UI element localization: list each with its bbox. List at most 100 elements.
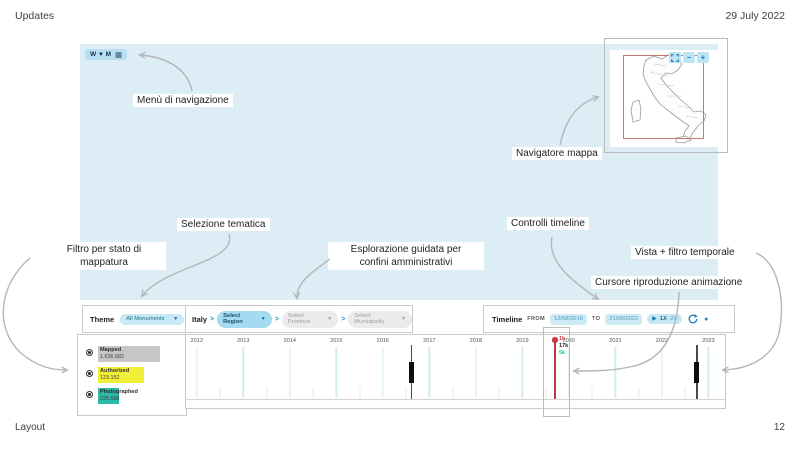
breadcrumb-root[interactable]: Italy [192,314,208,324]
admin-breadcrumb: Italy > Select Region ▼ > Select Provinc… [185,305,413,333]
record-dot-icon[interactable]: ● [704,315,709,323]
fullscreen-button[interactable] [669,52,681,63]
annotation-menu: Menù di navigazione [133,94,233,107]
half-year-tick [266,387,268,398]
hamburger-menu-icon[interactable] [115,52,122,58]
navigator-viewport-rect[interactable] [623,55,704,139]
theme-dropdown[interactable]: All Monuments ▼ [120,313,185,325]
breadcrumb-dropdown[interactable]: Select Province ▼ [281,310,339,328]
year-gridline [335,347,338,398]
half-year-tick [359,387,361,398]
cursor-dot-icon[interactable] [552,337,558,343]
year-gridline [475,347,477,398]
breadcrumb-dropdown[interactable]: Select Municipality ▼ [348,310,412,328]
app-logo[interactable]: W ♥ M [85,49,127,60]
year-gridline [428,347,431,398]
year-gridline [242,347,244,398]
theme-bar: Theme All Monuments ▼ [82,305,192,333]
italy-minimap [630,54,707,144]
logo-text: W ♥ M [90,51,112,58]
timeline-year-label: 2013 [237,338,250,344]
drag-grip[interactable] [409,362,415,383]
half-year-tick [638,387,640,398]
half-year-tick [684,387,686,398]
drag-grip[interactable] [694,362,700,383]
legend-color-swatch [98,346,160,362]
half-year-tick [545,387,547,398]
year-gridline [521,347,524,398]
speed-1x-button[interactable]: 1X [659,316,667,322]
breadcrumb-levels: > Select Region ▼ > Select Province ▼ [210,310,412,328]
to-label: TO [591,316,601,322]
legend-name: Authorized [100,368,130,374]
radio-toggle-icon[interactable] [86,349,93,356]
chevron-down-icon: ▼ [173,315,179,322]
timeline-year-label: 2012 [190,338,203,344]
year-gridline [568,347,570,398]
radio-toggle-icon[interactable] [86,391,93,398]
legend-row[interactable]: Mapped 1.636.682 [86,346,160,362]
chevron-down-icon: ▼ [401,315,406,322]
timeline-bar: Timeline FROM 12/08/2016 TO 21/09/2022 ▶… [483,305,735,333]
annotation-timeline-controls: Controlli timeline [507,217,589,230]
half-year-tick [498,387,500,398]
zoom-in-button[interactable]: + [697,52,709,63]
half-year-tick [405,387,407,398]
year-gridline [289,347,291,398]
timeline-year-label: 2016 [376,338,390,344]
annotation-theme: Selezione tematica [177,218,270,231]
cursor-stats: 1k 17k 5k [558,336,569,356]
cursor-stat-black: 17k [558,342,569,349]
play-icon[interactable]: ▶ [652,316,657,322]
legend-value: 123.152 [100,375,120,381]
annotation-temporal-view: Vista + filtro temporale [631,246,739,259]
chevron-down-icon: ▼ [260,315,266,322]
annotation-status-filter: Filtro per stato di mappatura [42,242,166,270]
breadcrumb-dropdown[interactable]: Select Region ▼ [217,310,272,328]
speed-2x-button[interactable]: 2X [670,316,678,322]
half-year-tick [312,387,314,398]
legend-name: Photographed [100,389,138,395]
half-year-tick [452,387,454,398]
annotation-navigator: Navigatore mappa [512,147,602,160]
legend-row[interactable]: Authorized 123.152 [86,367,144,383]
timeline-year-label: 2023 [702,338,715,344]
year-gridline [382,347,384,398]
timeline-year-label: 2014 [283,338,297,344]
legend-panel: Mapped 1.636.682 Authorized 123.152 Phot… [77,334,187,416]
timeline-year-label: 2019 [516,338,529,344]
chevron-down-icon: ▼ [327,315,333,322]
breadcrumb-separator: > [274,315,279,323]
playback-controls: ▶ 1X 2X [647,314,683,324]
legend-name: Mapped [100,347,122,353]
radio-toggle-icon[interactable] [86,370,93,377]
timeline-scroll-strip[interactable] [186,399,725,408]
timeline-year-label: 2021 [609,338,622,344]
page-number: 12 [773,422,785,433]
legend-color-swatch [98,388,119,404]
slide-title: Updates [15,10,55,22]
year-gridline [614,347,617,398]
legend-value: 1.636.682 [100,354,124,360]
legend-value: 235.688 [100,396,120,402]
timeline-year-label: 2017 [423,338,436,344]
timeline-year-label: 2022 [655,338,669,344]
theme-label: Theme [90,314,115,324]
loop-icon[interactable] [687,314,699,324]
arrow-status-filter [2,257,69,374]
legend-row[interactable]: Photographed 235.688 [86,388,140,404]
zoom-out-button[interactable]: − [683,52,695,63]
half-year-tick [219,387,221,398]
footer-section: Layout [15,422,46,433]
cursor-stat-red: 1k [558,336,566,342]
map-navigator[interactable]: − + [610,50,718,147]
annotation-playback-cursor: Cursore riproduzione animazione [591,276,747,289]
breadcrumb-separator: > [210,315,215,323]
half-year-tick [591,387,593,398]
slide-date: 29 July 2022 [725,10,785,22]
to-date-field[interactable]: 21/09/2022 [605,313,643,325]
breadcrumb-separator: > [341,315,346,323]
from-date-field[interactable]: 12/08/2016 [549,313,587,325]
